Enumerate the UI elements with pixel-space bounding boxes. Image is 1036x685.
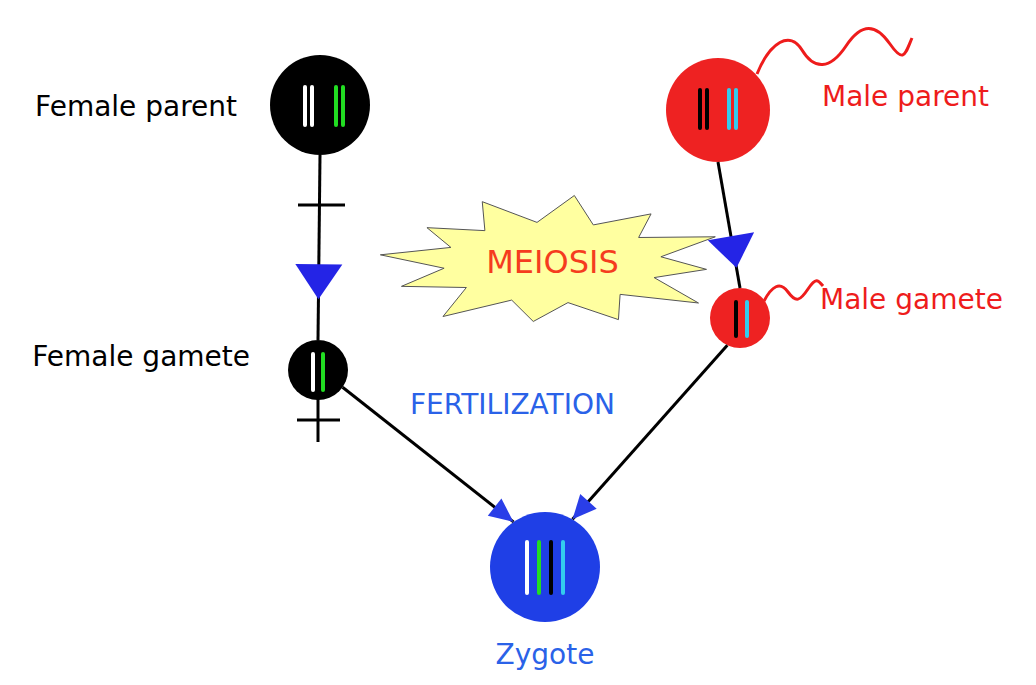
connector-line: [318, 155, 320, 340]
male-gamete-cell: Male gamete: [710, 288, 770, 348]
male-parent-cell: Male parent: [666, 58, 770, 162]
arrow-connector: [708, 162, 754, 288]
process-label: FERTILIZATION: [410, 388, 615, 422]
cell-body: [710, 288, 770, 348]
chromosome: [537, 540, 541, 595]
cell-body: [490, 512, 600, 622]
arrow-head: [295, 264, 342, 299]
arrow-head: [488, 498, 514, 521]
female-parent-cell: Female parent: [270, 55, 370, 155]
node-outline: [288, 340, 348, 400]
chromosome: [310, 85, 314, 127]
chromosome: [734, 88, 738, 130]
node-outline: [490, 512, 600, 622]
chromosome: [321, 352, 325, 392]
connector-line: [573, 345, 728, 519]
node-outline: [710, 288, 770, 348]
sperm-tail: [757, 29, 912, 75]
node-label: Male gamete: [820, 283, 1030, 317]
node-outline: [666, 58, 770, 162]
chromosome: [303, 85, 307, 127]
connector-line: [718, 162, 740, 288]
node-label: Male parent: [822, 80, 1032, 114]
chromosome: [734, 300, 738, 338]
chromosome: [549, 540, 553, 595]
cell-body: [666, 58, 770, 162]
chromosome: [705, 88, 709, 130]
node-label: Female parent: [0, 90, 237, 124]
chromosome: [698, 88, 702, 130]
chromosome: [727, 88, 731, 130]
chromosome: [561, 540, 565, 595]
sperm-tail: [764, 281, 823, 301]
node-label: Female gamete: [0, 340, 250, 374]
chromosome: [334, 85, 338, 127]
meiosis-starburst: MEIOSIS: [370, 195, 735, 330]
chromosome: [525, 540, 529, 595]
female-symbol-bar: [297, 419, 340, 422]
node-label: Zygote: [445, 638, 645, 672]
female-gamete-cell: Female gamete: [288, 340, 348, 400]
arrow-connector: [295, 155, 342, 340]
female-symbol-bar: [298, 204, 345, 207]
connector-line: [343, 387, 514, 522]
zygote-cell: Zygote: [490, 512, 600, 622]
node-label: MEIOSIS: [370, 245, 735, 279]
chromosome: [341, 85, 345, 127]
cell-body: [288, 340, 348, 400]
arrow-connector: [573, 345, 728, 519]
chromosome: [745, 300, 749, 338]
chromosome: [311, 352, 315, 392]
node-outline: [270, 55, 370, 155]
arrow-connector: [343, 387, 514, 522]
arrow-head: [573, 494, 597, 519]
cell-body: [270, 55, 370, 155]
arrow-head: [708, 232, 754, 268]
